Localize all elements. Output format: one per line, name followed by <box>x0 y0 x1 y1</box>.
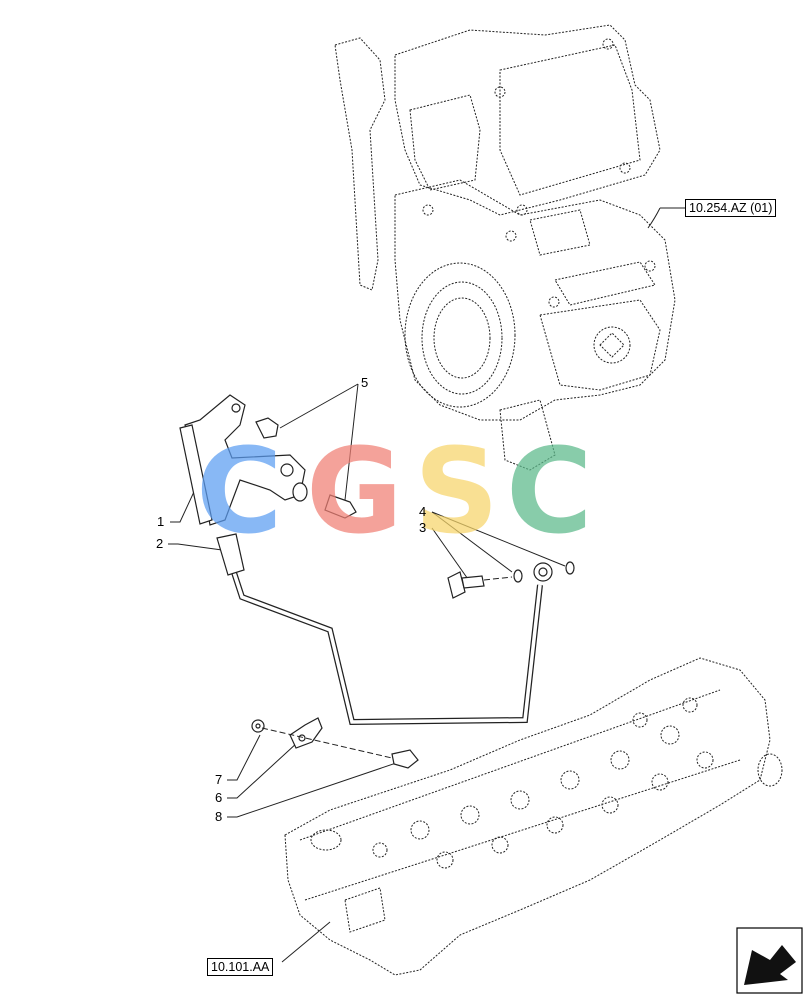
pipe-assembly <box>179 394 575 769</box>
leader-lines <box>168 207 686 963</box>
callout-7: 7 <box>215 772 223 787</box>
callout-2: 2 <box>156 536 164 551</box>
next-page-arrow-icon[interactable] <box>744 945 796 985</box>
watermark-letter-2: G <box>306 422 403 560</box>
ref-box-upper-assembly[interactable]: 10.254.AZ (01) <box>685 199 777 217</box>
watermark-letter-3: S <box>414 422 499 560</box>
callout-8: 8 <box>215 809 223 824</box>
ref-box-cylinder-head[interactable]: 10.101.AA <box>207 958 274 976</box>
callout-3: 3 <box>419 520 427 535</box>
watermark-letter-1: C <box>196 422 283 560</box>
cylinder-head-drawing <box>284 657 783 976</box>
centerlines <box>261 576 513 759</box>
callout-4: 4 <box>419 504 427 519</box>
upper-assembly-drawing <box>334 24 676 471</box>
callout-5: 5 <box>361 375 369 390</box>
callout-6: 6 <box>215 790 223 805</box>
callout-1: 1 <box>157 514 165 529</box>
watermark-letter-4: C <box>506 422 593 560</box>
